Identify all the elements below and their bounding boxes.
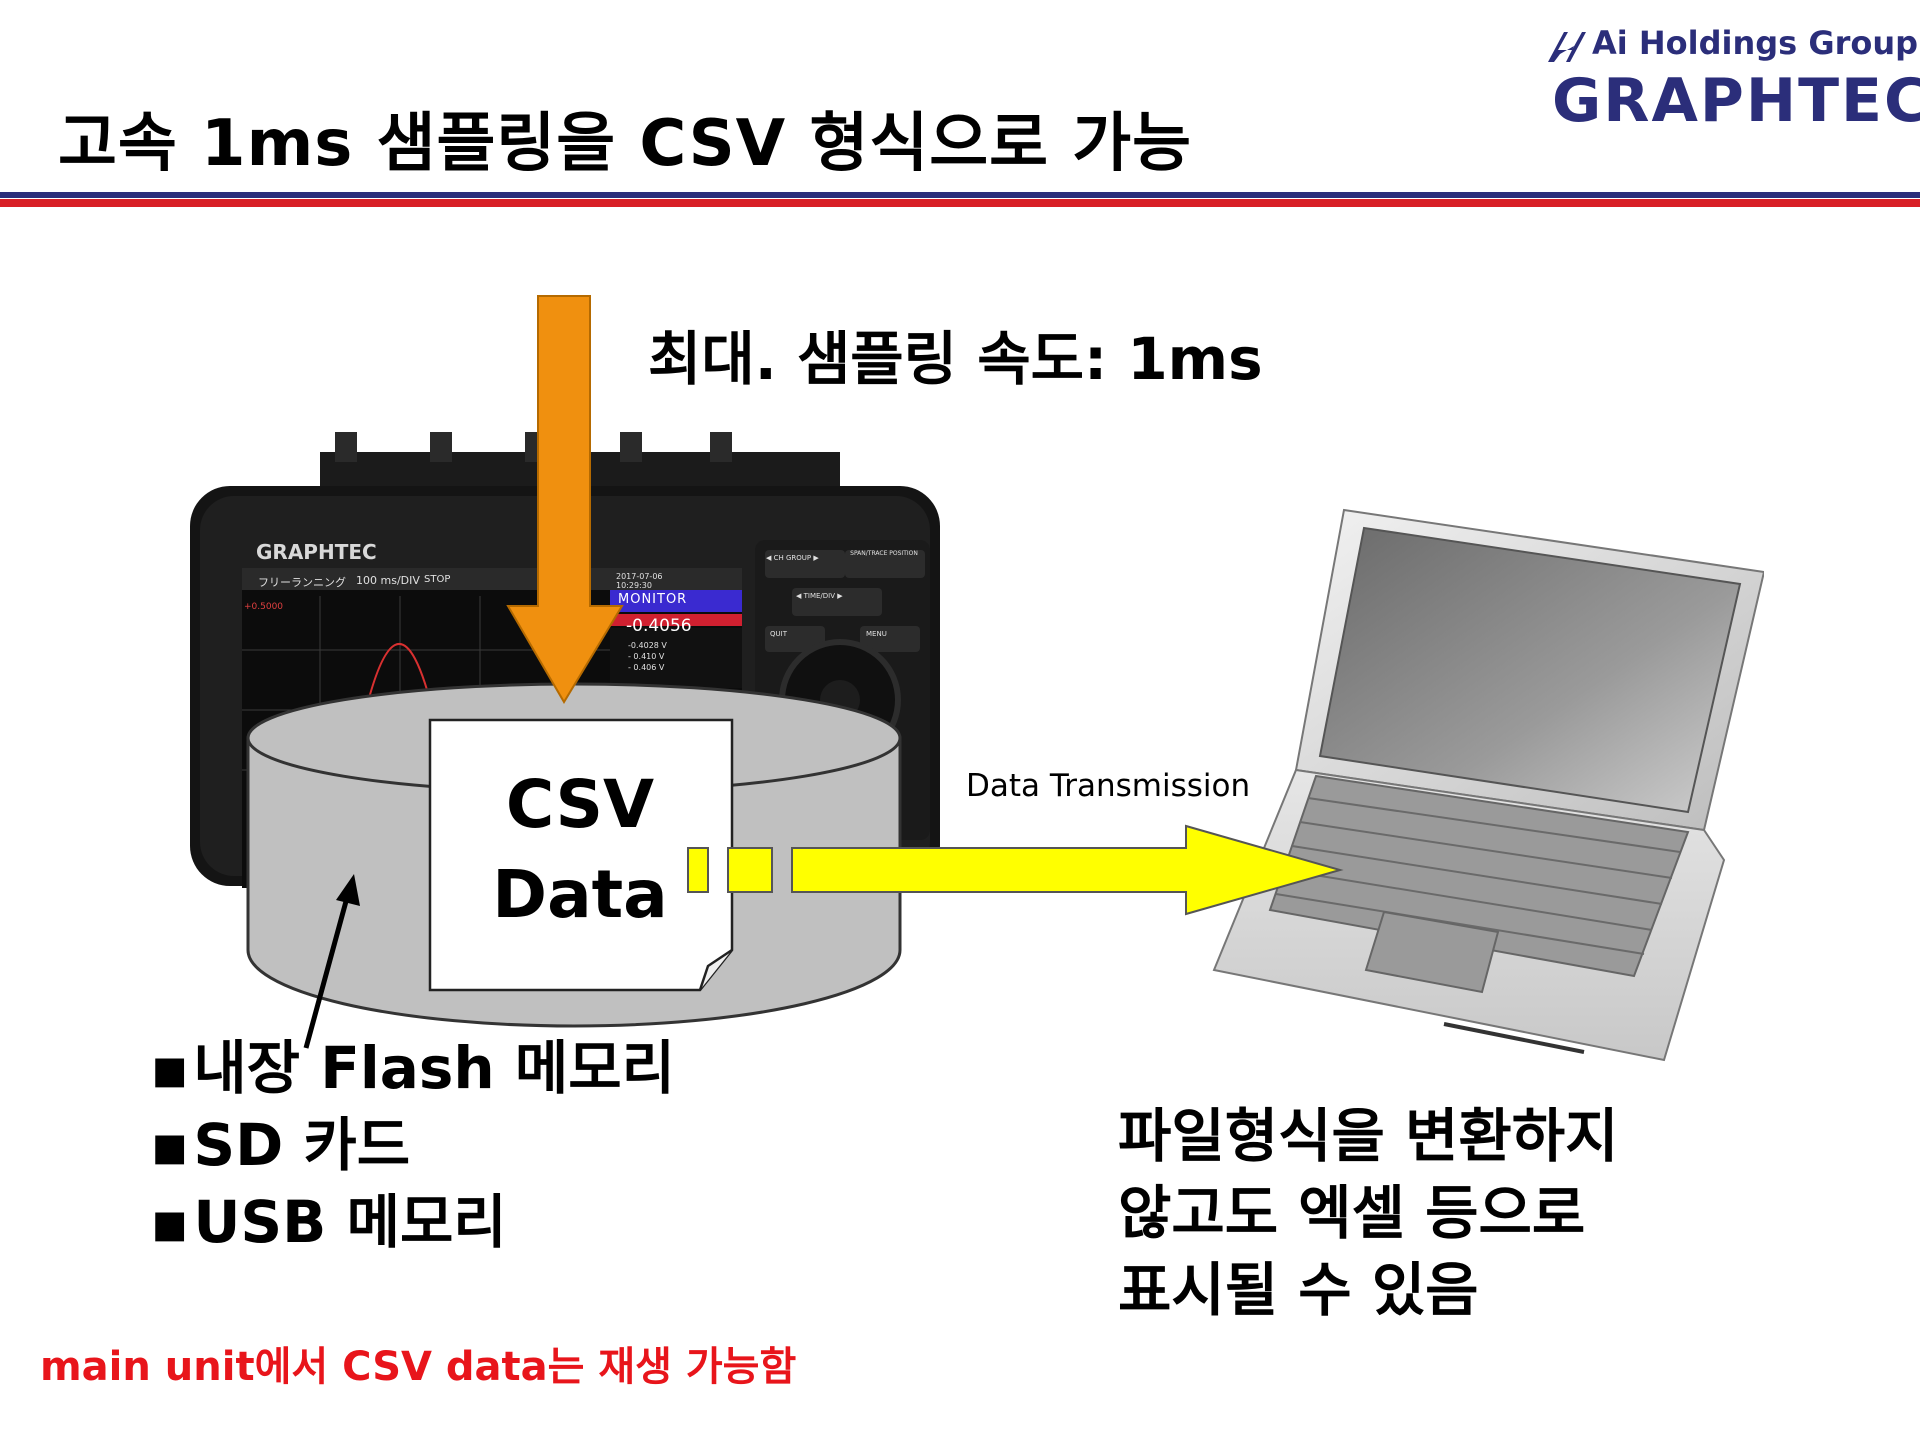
storage-options-list: 내장 Flash 메모리 SD 카드 USB 메모리 [150,1030,675,1261]
device-timebase: 100 ms/DIV [356,574,420,587]
device-reading: - 0.410 V [628,652,665,661]
csv-data-document [428,718,734,992]
description-line: 표시될 수 있음 [1118,1256,1479,1324]
csv-data-label: CSV Data [430,760,730,940]
device-monitor-label: MONITOR [618,592,688,607]
device-button-menu: MENU [866,630,887,638]
playback-note: main unit에서 CSV data는 재생 가능함 [40,1344,797,1390]
csv-label-line2: Data [492,856,668,933]
device-scale-value: +0.5000 [244,602,284,612]
ai-logo-icon [1548,32,1586,62]
excel-description: 파일형식을 변환하지 않고도 엑셀 등으로 표시될 수 있음 [1118,1098,1618,1329]
device-datetime: 2017-07-06 10:29:30 [616,572,663,590]
device-main-reading: -0.4056 [626,616,692,636]
logo-group-name: Ai Holdings Group [1592,24,1919,62]
device-button-time-div: ◀ TIME/DIV ▶ [796,592,843,600]
storage-item: USB 메모리 [150,1184,675,1261]
storage-pointer-arrow [303,874,360,1049]
laptop [1212,508,1764,1062]
device-reading: - 0.406 V [628,663,665,672]
device-status: STOP [424,574,451,585]
logo-brand: GRAPHTEC [1552,66,1920,136]
sampling-input-arrow [506,295,624,704]
device-reading: -0.4028 V [628,641,667,650]
device-readings: -0.4028 V - 0.410 V - 0.406 V [628,640,667,673]
header-band-blue [0,192,1920,198]
device-brand-label: GRAPHTEC [256,540,377,564]
description-line: 파일형식을 변환하지 [1118,1102,1619,1170]
device-mode-label: フリーランニング [258,576,346,589]
header-band-red [0,199,1920,207]
csv-label-line1: CSV [505,766,655,843]
device-button-ch-group: ◀ CH GROUP ▶ [766,554,819,562]
data-transmission-label: Data Transmission [966,768,1251,804]
max-sampling-speed-label: 최대. 샘플링 속도: 1ms [648,325,1263,393]
device-button-quit: QUIT [770,630,787,638]
slide-title: 고속 1ms 샘플링을 CSV 형식으로 가능 [58,107,1193,181]
device-button-span-trace: SPAN/TRACE POSITION [850,550,918,557]
description-line: 않고도 엑셀 등으로 [1118,1179,1586,1247]
data-transmission-arrow [687,824,1344,916]
storage-item: 내장 Flash 메모리 [150,1030,675,1107]
storage-item: SD 카드 [150,1107,675,1184]
